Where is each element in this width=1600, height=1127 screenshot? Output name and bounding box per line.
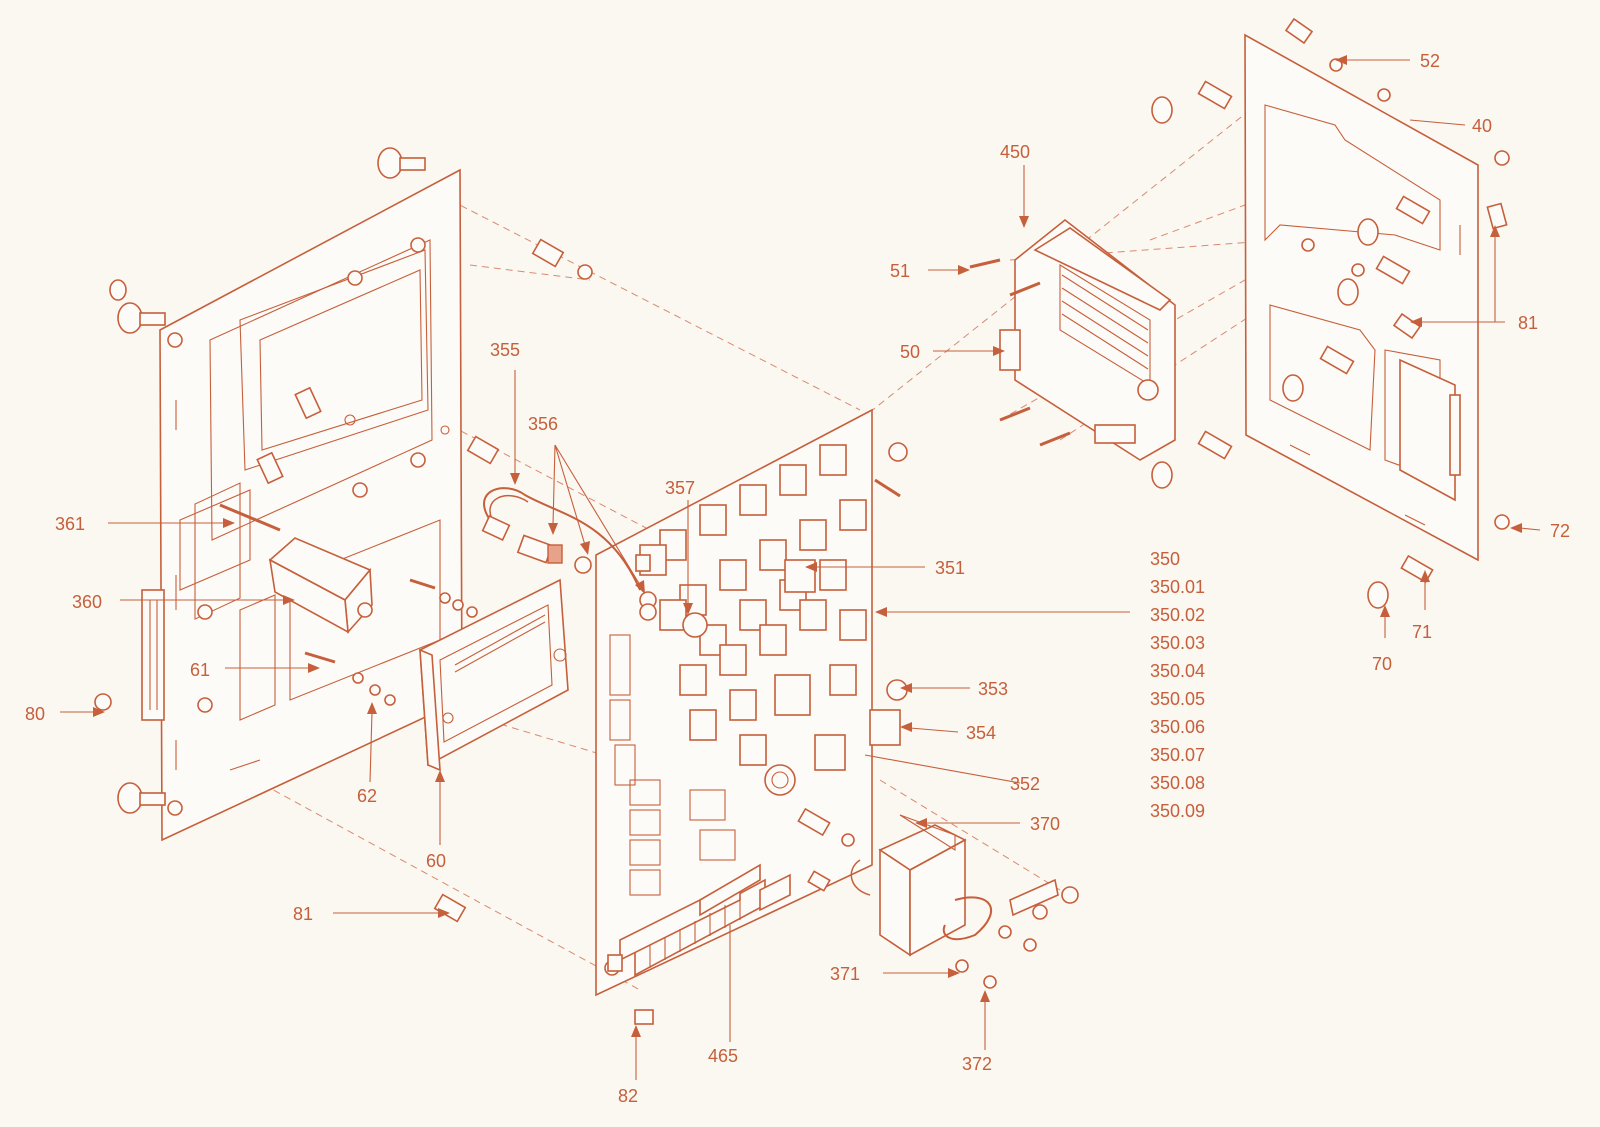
callout-351: 351 bbox=[935, 558, 965, 578]
callout-60: 60 bbox=[426, 851, 446, 871]
right-back-plate bbox=[1244, 33, 1479, 562]
callout-354: 354 bbox=[966, 723, 996, 743]
callout-61: 61 bbox=[190, 660, 210, 680]
switch-assembly bbox=[219, 503, 478, 706]
callout-62: 62 bbox=[357, 786, 377, 806]
part-number-item: 350.05 bbox=[1150, 689, 1205, 709]
callout-71: 71 bbox=[1412, 622, 1432, 642]
callout-356: 356 bbox=[528, 414, 558, 434]
left-mounting-plate bbox=[141, 168, 463, 842]
callout-360: 360 bbox=[72, 592, 102, 612]
callout-353: 353 bbox=[978, 679, 1008, 699]
display-frame bbox=[419, 578, 569, 772]
pcb-hardware bbox=[797, 442, 908, 892]
callout-82: 82 bbox=[618, 1086, 638, 1106]
transformer bbox=[850, 814, 1079, 989]
part-number-item: 350.03 bbox=[1150, 633, 1205, 653]
callout-465: 465 bbox=[708, 1046, 738, 1066]
callout-70: 70 bbox=[1372, 654, 1392, 674]
callout-40: 40 bbox=[1472, 116, 1492, 136]
part-number-item: 350.07 bbox=[1150, 745, 1205, 765]
part-number-item: 350 bbox=[1150, 549, 1180, 569]
callout-355: 355 bbox=[490, 340, 520, 360]
callout-450: 450 bbox=[1000, 142, 1030, 162]
callout-371: 371 bbox=[830, 964, 860, 984]
cable-assembly bbox=[481, 487, 657, 621]
main-circuit-board bbox=[595, 408, 901, 997]
control-module bbox=[969, 218, 1176, 461]
leader-lines bbox=[60, 55, 1541, 1080]
callout-50: 50 bbox=[900, 342, 920, 362]
standoff-lower bbox=[433, 893, 467, 923]
callout-52: 52 bbox=[1420, 51, 1440, 71]
part-number-item: 350.09 bbox=[1150, 801, 1205, 821]
callout-72: 72 bbox=[1550, 521, 1570, 541]
part-number-item: 350.02 bbox=[1150, 605, 1205, 625]
callout-361: 361 bbox=[55, 514, 85, 534]
nut-82 bbox=[634, 1009, 654, 1025]
callout-370: 370 bbox=[1030, 814, 1060, 834]
screw-80 bbox=[94, 693, 112, 711]
callout-81-right: 81 bbox=[1518, 313, 1538, 333]
callout-80: 80 bbox=[25, 704, 45, 724]
part-number-item: 350.04 bbox=[1150, 661, 1205, 681]
left-plate-standoffs bbox=[256, 238, 593, 485]
part-number-list: 350 350.01 350.02 350.03 350.04 350.05 3… bbox=[1150, 549, 1205, 821]
part-number-item: 350.01 bbox=[1150, 577, 1205, 597]
callout-labels: 52 40 450 51 50 81 72 71 70 355 356 357 … bbox=[25, 51, 1570, 1106]
rubber-feet-left bbox=[109, 147, 426, 814]
callout-352: 352 bbox=[1010, 774, 1040, 794]
part-number-item: 350.08 bbox=[1150, 773, 1205, 793]
part-number-item: 350.06 bbox=[1150, 717, 1205, 737]
callout-357: 357 bbox=[665, 478, 695, 498]
callout-81-lower: 81 bbox=[293, 904, 313, 924]
callout-51: 51 bbox=[890, 261, 910, 281]
callout-372: 372 bbox=[962, 1054, 992, 1074]
